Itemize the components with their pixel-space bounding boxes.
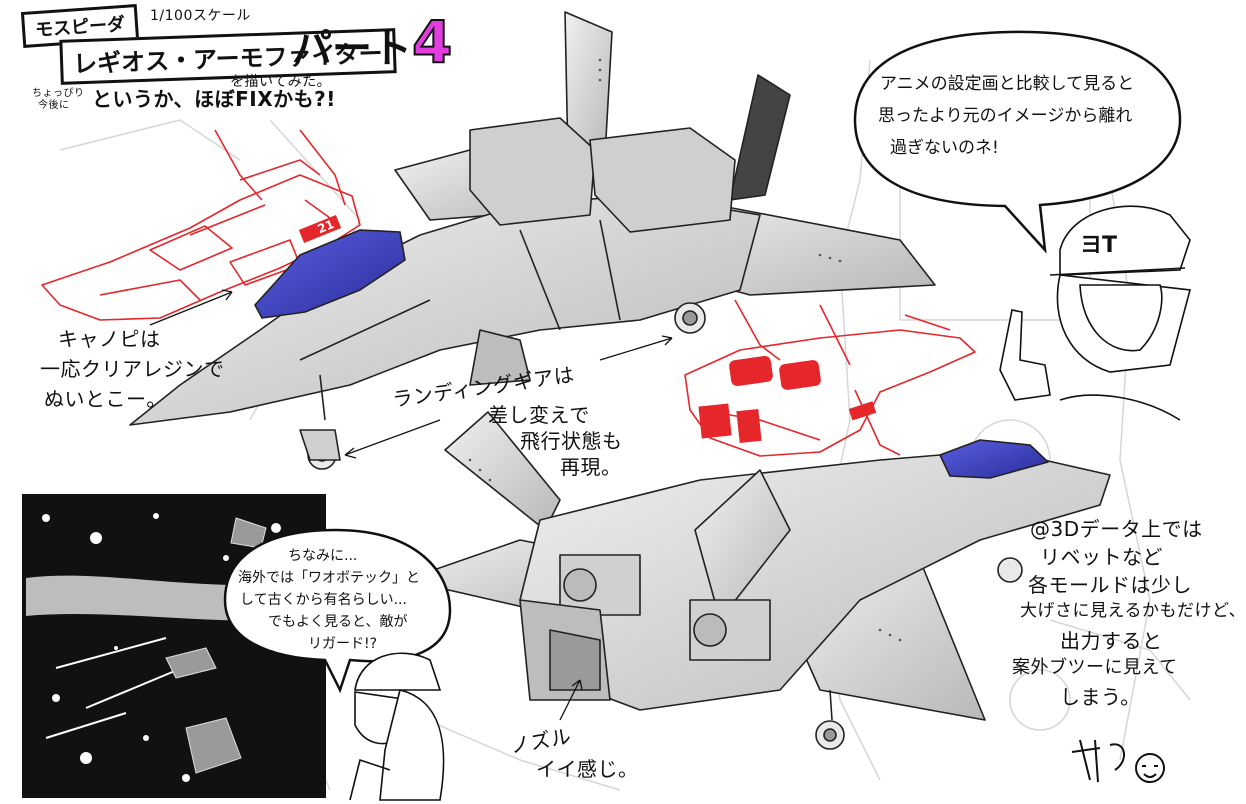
girl-cap (1059, 205, 1191, 276)
red-jet-right (684, 329, 976, 457)
data-note-5: 出力すると (1060, 629, 1163, 653)
bubble-bottom-line-4: でもよく見ると、敵が (268, 614, 408, 630)
data-note-1: @3Dデータ上では (1030, 517, 1203, 541)
bottom-jet-vertical-tail-right (694, 469, 791, 621)
bubble-bottom-line-5: リガード!? (308, 636, 378, 652)
bottom-jet-render (404, 411, 1111, 750)
speech-bubble-bottom (223, 528, 452, 694)
top-jet-intake-left (469, 117, 596, 226)
red-line-sketches: 21 (41, 129, 976, 457)
character-girl-top: ヨT (999, 205, 1192, 421)
gear-note-2: 差し変えで (488, 403, 590, 427)
grey-model-renders (129, 11, 1111, 750)
bottom-jet-vertical-tail-left (444, 411, 561, 531)
part-number: 4 (411, 7, 453, 77)
data-note-4: 大げさに見えるかもだけど、 (1020, 601, 1246, 621)
data-note-7: しまう。 (1060, 685, 1141, 709)
bubble-top-line-3: 過ぎないのネ! (890, 138, 999, 158)
bubble-top-line-1: アニメの設定画と比較して見ると (880, 74, 1135, 94)
girl-bottom-cap (354, 652, 442, 691)
bubble-bottom-line-1: ちなみに... (288, 548, 358, 564)
part-number-logo: パート4 (292, 7, 453, 77)
girl-hand (999, 309, 1051, 401)
side-note-2: 今後に (38, 100, 70, 111)
speech-bubble-top (853, 30, 1182, 254)
artist-signature (1071, 739, 1165, 783)
canopy-note-3: ぬいとこー。 (44, 387, 167, 411)
canopy-note-1: キャノピは (58, 327, 161, 351)
gear-note-4: 再現。 (560, 455, 622, 479)
bubble-top-line-2: 思ったより元のイメージから離れ (878, 106, 1133, 126)
nozzle-note-2: イイ感じ。 (536, 757, 639, 781)
girl-face (1079, 284, 1163, 352)
side-note-1: ちょっぴり (32, 88, 85, 99)
part-prefix: パート (292, 26, 412, 72)
character-girl-bottom (349, 652, 445, 801)
red-jet-top-left (41, 174, 361, 321)
drew-note: を描いてみた。 (230, 74, 332, 90)
anime-reference-panel (22, 494, 326, 798)
bubble-bottom-line-3: して古くから有名らしい... (240, 592, 407, 608)
pointer-arrows (149, 289, 673, 721)
top-jet-vertical-tail-right (729, 74, 791, 201)
canopy-note-2: 一応クリアレジンで (40, 357, 225, 381)
top-jet-canopy (254, 229, 406, 319)
scale-label: 1/100スケール (150, 8, 251, 24)
top-jet-render (129, 11, 936, 470)
girl-bottom-hair (379, 689, 445, 801)
gear-note-3: 飛行状態も (520, 429, 623, 453)
data-note-3: 各モールドは少し (1028, 573, 1192, 597)
data-note-6: 案外ブツーに見えて (1012, 657, 1178, 678)
bubble-bottom-line-2: 海外では「ワオボテック」と (238, 570, 420, 586)
cap-letters: ヨT (1080, 233, 1117, 258)
top-jet-intake-right (589, 127, 736, 233)
data-note-2: リベットなど (1040, 545, 1163, 569)
illustration-canvas: 21 (20, 3, 1246, 801)
subtitle: というか、ほぼFIXかも?! (92, 87, 336, 111)
red-number-decal: 21 (316, 217, 337, 236)
bottom-jet-canopy (939, 439, 1049, 479)
